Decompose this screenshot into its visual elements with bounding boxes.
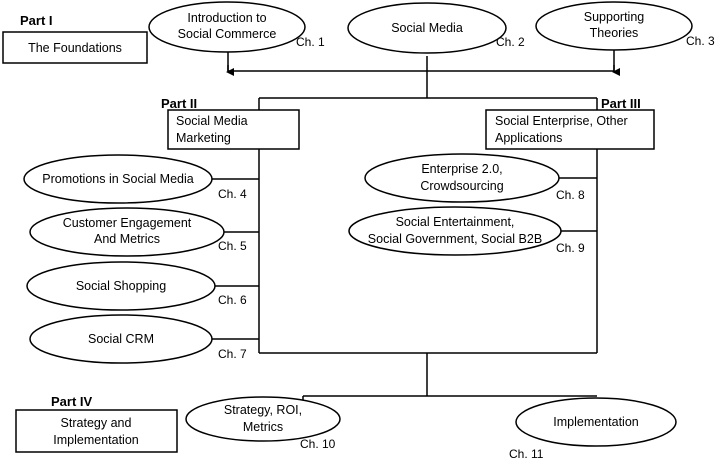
chapter-2-title: Social Media (391, 21, 463, 35)
chapter-4-title: Promotions in Social Media (42, 172, 194, 186)
chapter-3-title-line-2: Theories (590, 26, 639, 40)
part-1-box-label: The Foundations (28, 41, 122, 55)
part-4-label: Part IV (51, 394, 93, 409)
chapter-10-node: Strategy, ROI, Metrics Ch. 10 (185, 396, 341, 451)
chapter-8-title-line-2: Crowdsourcing (420, 179, 503, 193)
part-3-box: Social Enterprise, Other Applications (485, 109, 655, 150)
part-4-box-line-2: Implementation (53, 433, 139, 447)
chapter-4-node: Promotions in Social Media Ch. 4 (23, 154, 247, 204)
chapter-10-title-line-2: Metrics (243, 420, 283, 434)
part-2-box-line-1: Social Media (176, 114, 248, 128)
chapter-5-title-line-2: And Metrics (94, 232, 160, 246)
chapter-3-node: Supporting Theories Ch. 3 (535, 1, 715, 51)
part-3-box-line-1: Social Enterprise, Other (495, 114, 628, 128)
chapter-7-node: Social CRM Ch. 7 (29, 314, 247, 364)
part-4-box-line-1: Strategy and (61, 416, 132, 430)
chapter-9-number: Ch. 9 (556, 241, 585, 255)
chapter-1-title-line-1: Introduction to (187, 11, 266, 25)
chapter-10-title-line-1: Strategy, ROI, (224, 403, 302, 417)
chapter-11-title: Implementation (553, 415, 639, 429)
chapter-2-node: Social Media Ch. 2 (347, 2, 525, 54)
chapter-9-title-line-1: Social Entertainment, (396, 215, 515, 229)
chapter-6-node: Social Shopping Ch. 6 (26, 261, 247, 311)
chapter-6-number: Ch. 6 (218, 293, 247, 307)
part-2-box: Social Media Marketing (167, 109, 300, 150)
part-1-label: Part I (20, 13, 53, 28)
chapter-1-node: Introduction to Social Commerce Ch. 1 (148, 1, 325, 53)
chapter-9-title-line-2: Social Government, Social B2B (368, 232, 542, 246)
chapter-8-node: Enterprise 2.0, Crowdsourcing Ch. 8 (364, 153, 585, 203)
part-2-label: Part II (161, 96, 197, 111)
chapter-11-number: Ch. 11 (509, 447, 544, 461)
part-1-box: The Foundations (2, 31, 148, 64)
chapter-6-title: Social Shopping (76, 279, 166, 293)
chapter-8-title-line-1: Enterprise 2.0, (421, 162, 502, 176)
chapter-3-title-line-1: Supporting (584, 10, 645, 24)
chapter-1-number: Ch. 1 (296, 35, 325, 49)
part-3-box-line-2: Applications (495, 131, 562, 145)
chapter-5-node: Customer Engagement And Metrics Ch. 5 (29, 207, 247, 257)
chapter-11-node: Implementation Ch. 11 (509, 397, 677, 461)
chapter-5-title-line-1: Customer Engagement (63, 216, 192, 230)
chapter-2-number: Ch. 2 (496, 35, 525, 49)
chapter-9-node: Social Entertainment, Social Government,… (348, 206, 585, 256)
chapter-10-number: Ch. 10 (300, 437, 336, 451)
connector-lines (212, 50, 620, 402)
chapter-5-number: Ch. 5 (218, 239, 247, 253)
part-4-box: Strategy and Implementation (15, 409, 178, 453)
chapter-1-title-line-2: Social Commerce (178, 27, 277, 41)
chapter-3-number: Ch. 3 (686, 34, 715, 48)
chapter-7-title: Social CRM (88, 332, 154, 346)
part-3-label: Part III (601, 96, 641, 111)
chapter-7-number: Ch. 7 (218, 347, 247, 361)
chapter-8-number: Ch. 8 (556, 188, 585, 202)
chapter-4-number: Ch. 4 (218, 187, 247, 201)
part-2-box-line-2: Marketing (176, 131, 231, 145)
